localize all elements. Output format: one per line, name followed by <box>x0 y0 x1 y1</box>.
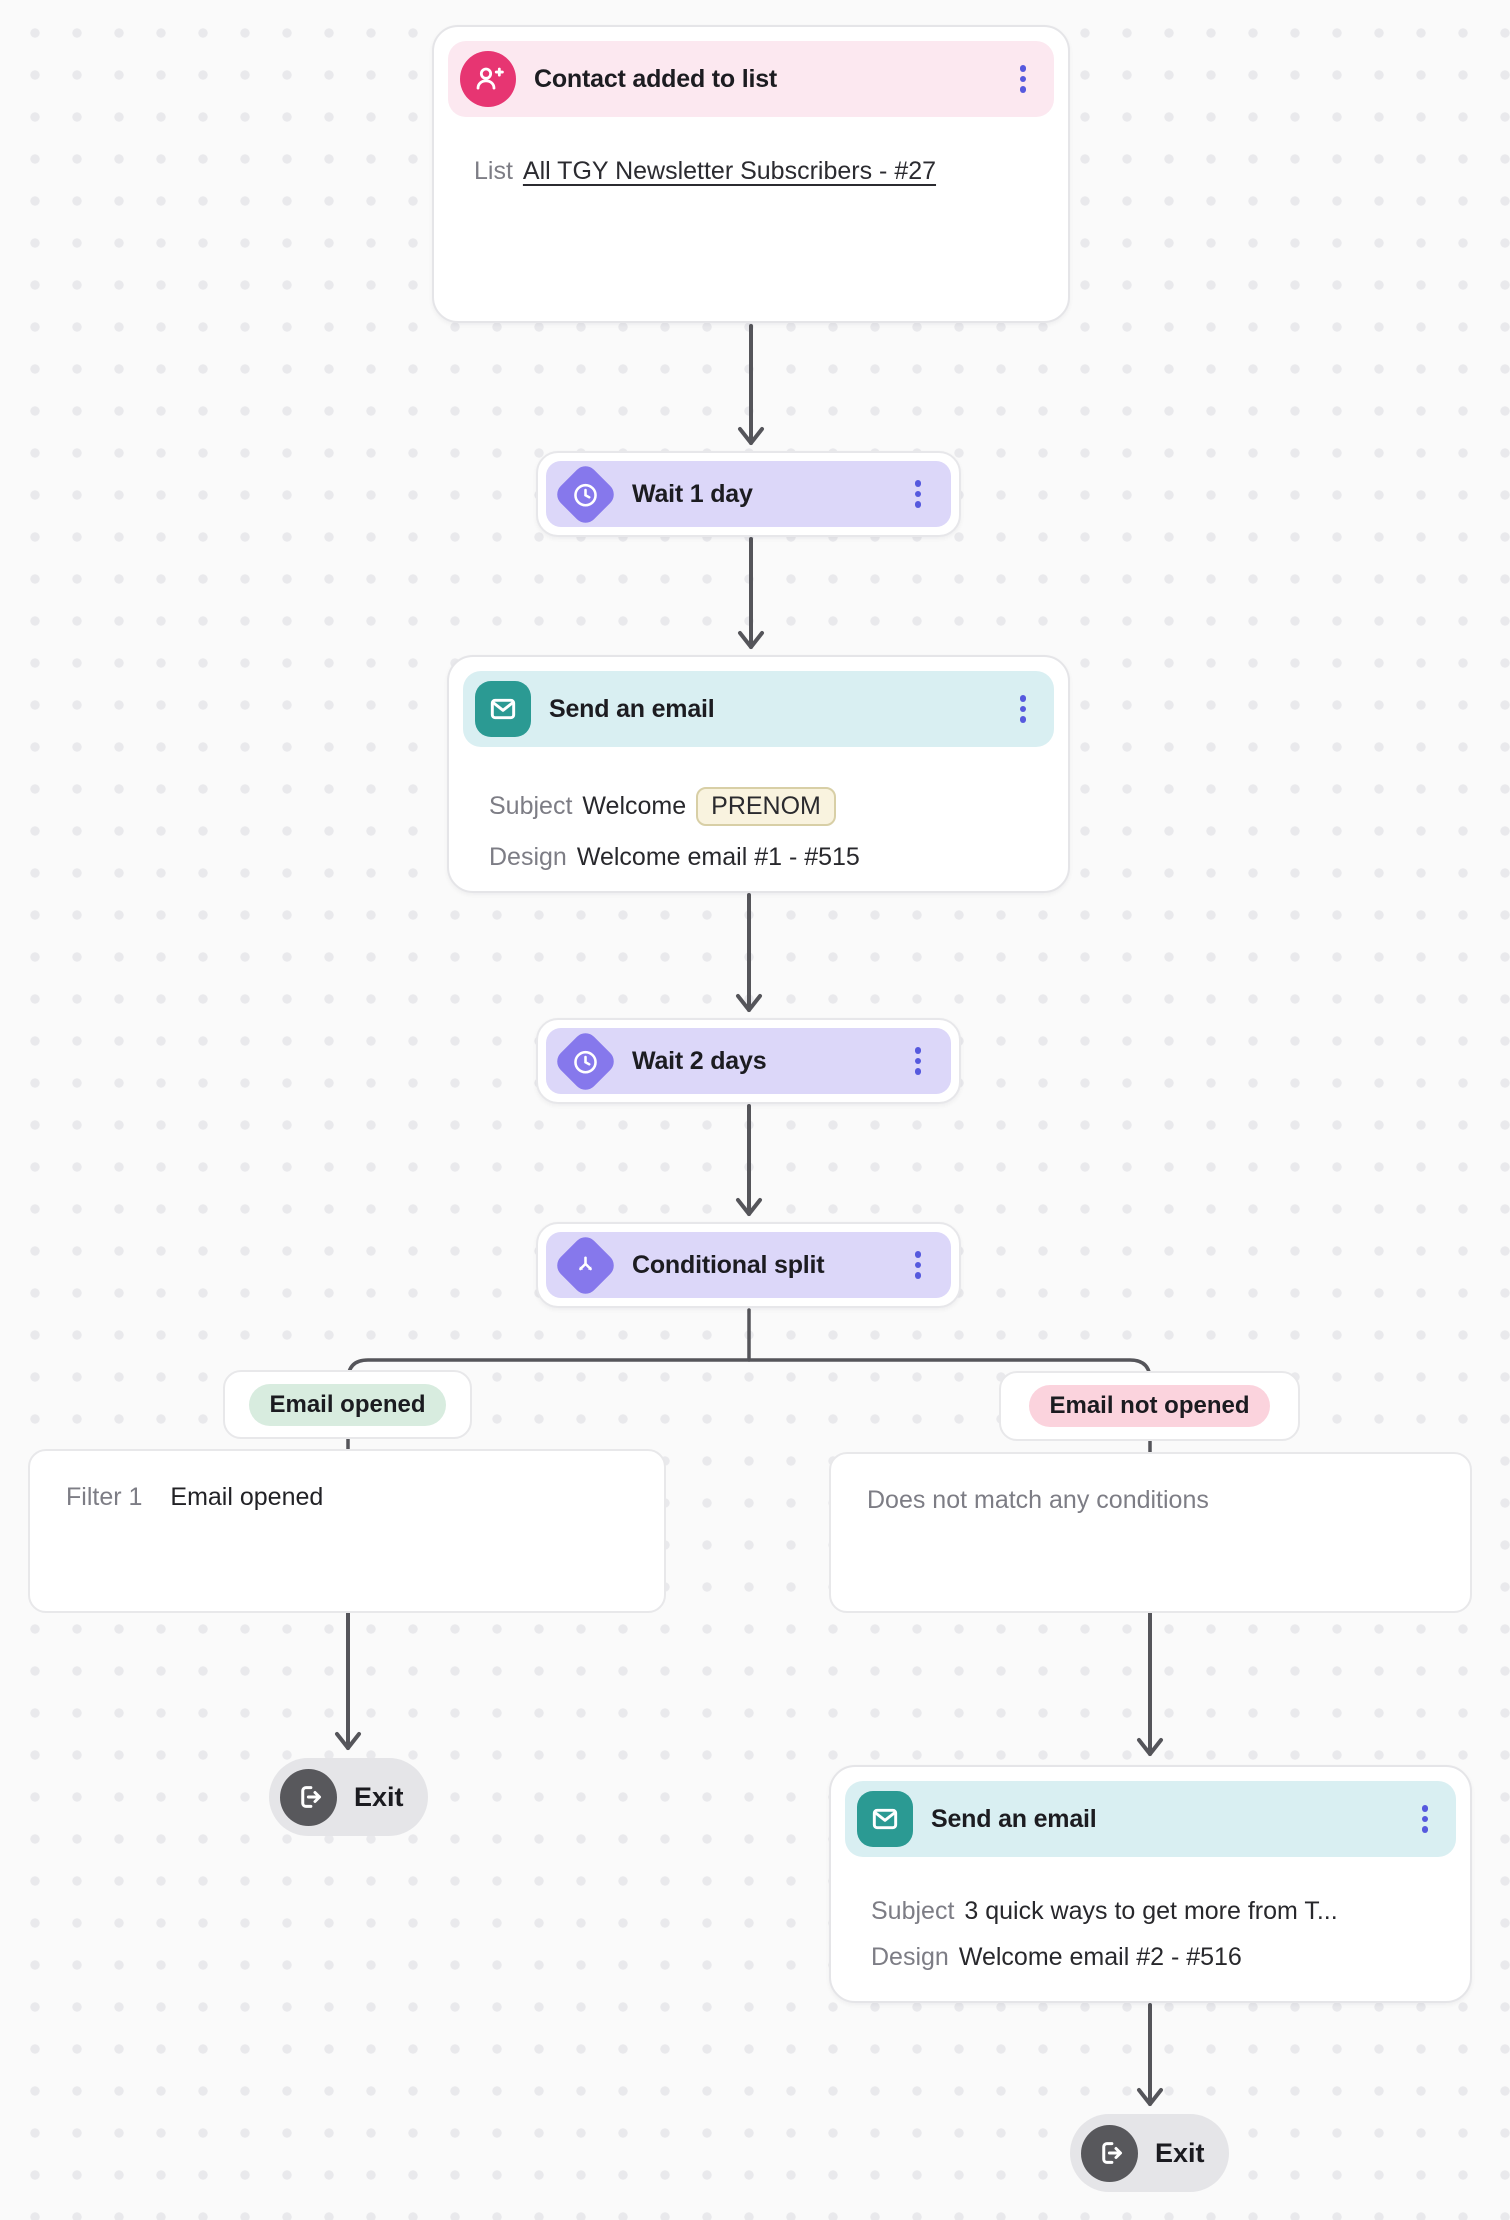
badge-label: Email opened <box>249 1383 446 1426</box>
node-menu-button[interactable] <box>1002 685 1044 733</box>
clock-icon <box>551 1027 619 1095</box>
kebab-icon <box>914 480 922 487</box>
filter-value: Email opened <box>170 1483 324 1511</box>
exit-arrow-icon <box>1081 2124 1138 2182</box>
exit-label: Exit <box>354 1781 404 1812</box>
node-title: Wait 1 day <box>632 479 753 508</box>
node-header: Wait 2 days <box>546 1027 951 1095</box>
list-label: List <box>474 157 513 185</box>
node-menu-button[interactable] <box>1404 1795 1446 1843</box>
node-menu-button[interactable] <box>1002 55 1044 103</box>
subject-label: Subject <box>489 792 573 820</box>
node-header: Conditional split <box>546 1231 951 1299</box>
subject-label: Subject <box>871 1897 955 1925</box>
exit-label: Exit <box>1155 2137 1205 2168</box>
clock-icon <box>551 460 619 528</box>
node-wait-2-days[interactable]: Wait 2 days <box>536 1018 961 1104</box>
arrowhead <box>1137 2088 1163 2106</box>
node-menu-button[interactable] <box>897 470 939 518</box>
badge-label: Email not opened <box>1029 1385 1270 1427</box>
exit-node-right[interactable]: Exit <box>1070 2114 1229 2192</box>
kebab-icon <box>1019 65 1027 72</box>
node-title: Send an email <box>931 1804 1097 1833</box>
envelope-icon <box>857 1791 913 1847</box>
design-value: Welcome email #2 - #516 <box>958 1943 1242 1971</box>
kebab-icon <box>914 1047 922 1054</box>
list-link[interactable]: All TGY Newsletter Subscribers - #27 <box>522 157 937 185</box>
node-header: Send an email <box>463 671 1054 747</box>
design-label: Design <box>871 1943 949 1971</box>
branch-badge-email-not-opened[interactable]: Email not opened <box>999 1371 1300 1441</box>
filter-label: Filter 1 <box>66 1483 143 1511</box>
exit-arrow-icon <box>280 1768 337 1826</box>
envelope-icon <box>475 681 531 737</box>
node-contact-added-to-list[interactable]: Contact added to list List All TGY Newsl… <box>432 25 1070 323</box>
node-header: Contact added to list <box>448 41 1054 117</box>
node-menu-button[interactable] <box>897 1241 939 1289</box>
node-header: Send an email <box>845 1781 1456 1857</box>
node-conditional-split[interactable]: Conditional split <box>536 1222 961 1308</box>
condition-text: Does not match any conditions <box>867 1486 1209 1514</box>
kebab-icon <box>1019 695 1027 702</box>
arrowhead <box>738 631 764 649</box>
node-wait-1-day[interactable]: Wait 1 day <box>536 451 961 537</box>
condition-box-no-match[interactable]: Does not match any conditions <box>829 1452 1472 1613</box>
arrowhead <box>736 1198 762 1216</box>
node-menu-button[interactable] <box>897 1037 939 1085</box>
split-arrows-icon <box>551 1231 619 1299</box>
personalization-token-chip: PRENOM <box>696 787 836 826</box>
arrowhead <box>335 1732 361 1750</box>
arrowhead <box>1137 1738 1163 1756</box>
kebab-icon <box>1421 1805 1429 1812</box>
design-label: Design <box>489 843 567 871</box>
node-title: Contact added to list <box>534 64 778 93</box>
design-value: Welcome email #1 - #515 <box>576 843 860 871</box>
node-send-email-1[interactable]: Send an email Subject Welcome PRENOM Des… <box>447 655 1070 893</box>
node-send-email-2[interactable]: Send an email Subject 3 quick ways to ge… <box>829 1765 1472 2003</box>
branch-badge-email-opened[interactable]: Email opened <box>223 1370 472 1439</box>
subject-value: 3 quick ways to get more from T... <box>964 1897 1338 1925</box>
node-title: Conditional split <box>632 1250 825 1279</box>
exit-node-left[interactable]: Exit <box>269 1758 428 1836</box>
node-title: Wait 2 days <box>632 1046 767 1075</box>
node-header: Wait 1 day <box>546 460 951 528</box>
kebab-icon <box>914 1251 922 1258</box>
arrowhead <box>736 994 762 1012</box>
subject-text: Welcome <box>582 792 687 820</box>
person-plus-icon <box>460 51 516 107</box>
filter-box-email-opened[interactable]: Filter 1 Email opened <box>28 1449 666 1613</box>
arrowhead <box>738 427 764 445</box>
node-title: Send an email <box>549 694 715 723</box>
